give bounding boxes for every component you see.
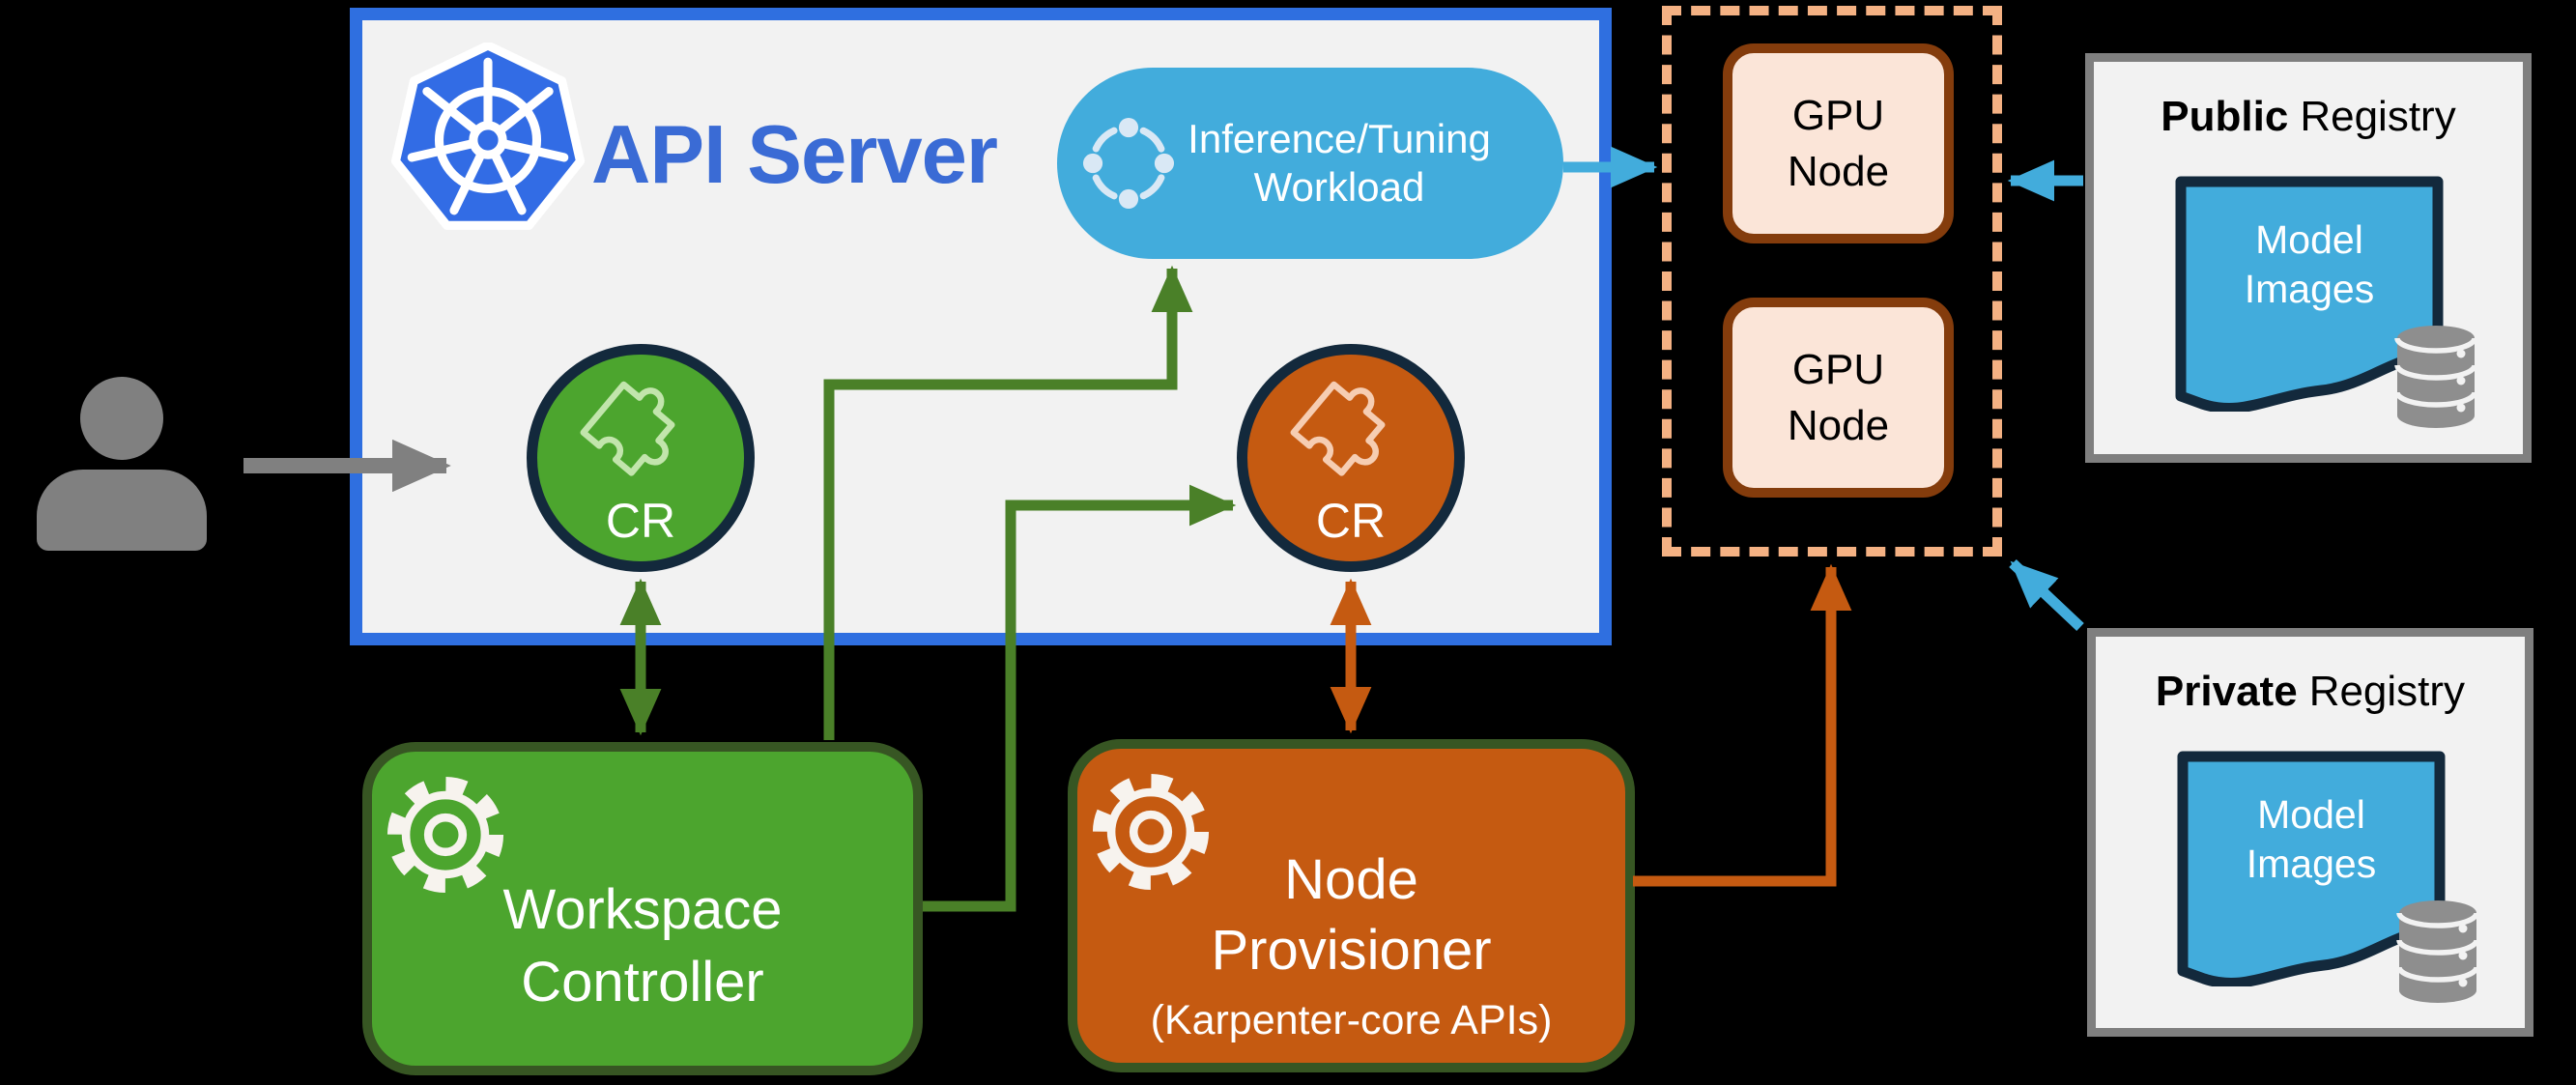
kubernetes-icon xyxy=(390,43,586,230)
api-server-title: API Server xyxy=(591,109,998,201)
public-model-images-label: Model Images xyxy=(2244,216,2375,311)
gpu-node-1: GPU Node xyxy=(1723,43,1954,243)
karpenter-core-apis-label: (Karpenter-core APIs) xyxy=(1150,997,1553,1043)
gpu-node-2-label: GPU Node xyxy=(1787,346,1890,449)
arrow-private-registry-to-gpu-pool xyxy=(2009,558,2084,632)
workload-label-line2: Workload xyxy=(1253,164,1425,210)
database-icon xyxy=(2394,326,2477,428)
inference-tuning-workload: Inference/Tuning Workload xyxy=(1057,68,1563,259)
gpu-node-2: GPU Node xyxy=(1723,298,1954,498)
database-icon xyxy=(2396,900,2479,1003)
node-cr-circle: CR xyxy=(1237,344,1465,572)
workspace-controller-label: Workspace Controller xyxy=(502,878,783,1014)
workload-label: Inference/Tuning Workload xyxy=(1163,68,1515,259)
puzzle-piece-icon xyxy=(1290,381,1386,476)
workspace-controller: Workspace Controller xyxy=(362,742,923,1075)
user-icon xyxy=(37,470,207,551)
node-provisioner-label: Node Provisioner (Karpenter-core APIs) xyxy=(1077,845,1625,1047)
private-model-images-label: Model Images xyxy=(2246,791,2377,886)
workload-label-line1: Inference/Tuning xyxy=(1188,115,1491,161)
workload-pods-icon xyxy=(1082,117,1175,210)
user-icon xyxy=(80,377,163,460)
workspace-cr-label: CR xyxy=(605,494,676,548)
puzzle-piece-icon xyxy=(580,381,675,476)
gear-icon xyxy=(386,776,504,894)
node-cr-label: CR xyxy=(1315,494,1387,548)
gpu-node-1-label: GPU Node xyxy=(1787,92,1890,195)
gpu-node-pool xyxy=(1662,6,2002,557)
arrow-provisioner-to-gpu-pool xyxy=(1633,563,1852,887)
node-provisioner: Node Provisioner (Karpenter-core APIs) xyxy=(1068,739,1635,1072)
workspace-cr-circle: CR xyxy=(527,344,755,572)
